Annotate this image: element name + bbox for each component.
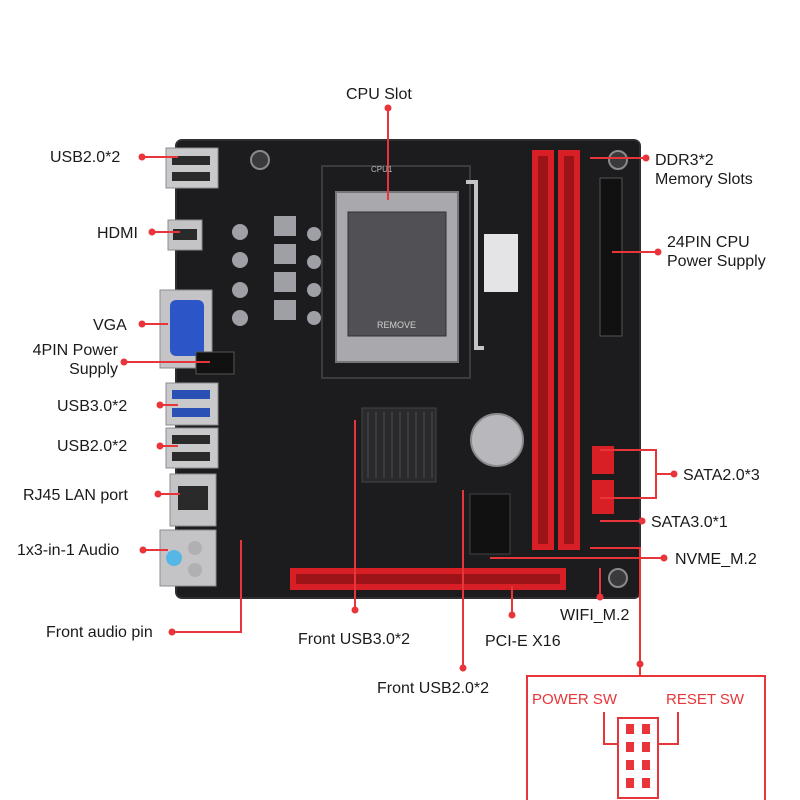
leader-front-usb20-dot	[459, 664, 467, 672]
cpu-silk-text: CPU1	[371, 165, 393, 174]
front-panel-box	[526, 675, 766, 800]
io-usb20-top	[165, 147, 219, 189]
leader-rj45-dot	[154, 490, 162, 498]
label-vga: VGA	[93, 317, 127, 334]
leader-usb30-dot	[156, 401, 164, 409]
leader-ddr3-dot	[642, 154, 650, 162]
leader-pcie-dot	[508, 611, 516, 619]
front-panel-pins	[626, 724, 650, 788]
m2-nvme-slot	[469, 493, 511, 555]
label-front-usb30: Front USB3.0*2	[298, 631, 411, 648]
socket-frame	[321, 165, 471, 379]
leader-vga-dot	[138, 320, 146, 328]
ram-slots	[532, 150, 580, 550]
label-rj45: RJ45 LAN port	[23, 487, 128, 504]
io-hdmi	[167, 219, 203, 251]
socket-cover-text: REMOVE	[377, 320, 417, 330]
leader-4pin-dot	[120, 358, 128, 366]
io-usb20-mid	[165, 427, 219, 469]
label-audio: 1x3-in-1 Audio	[17, 542, 120, 559]
pcie-x16-slot	[290, 568, 566, 590]
front-panel-pin	[642, 742, 650, 752]
chipset-heatsink	[361, 407, 437, 483]
label-nvme: NVME_M.2	[675, 551, 757, 568]
label-front-audio: Front audio pin	[46, 624, 153, 641]
leader-sata2-dot	[670, 470, 678, 478]
label-cpu-slot: CPU Slot	[346, 86, 412, 103]
label-24pin-line2: Power Supply	[667, 253, 766, 270]
leader-cpu-slot-dot	[384, 104, 392, 112]
front-panel-pin	[626, 760, 634, 770]
front-panel-pin	[626, 724, 634, 734]
leader-front-usb30-dot	[351, 606, 359, 614]
leader-hdmi-dot	[148, 228, 156, 236]
leader-front-panel	[590, 547, 641, 676]
socket-cover	[347, 211, 447, 337]
pcb-edge-highlight	[175, 139, 641, 599]
label-sata3: SATA3.0*1	[651, 514, 728, 531]
leader-nvme-dot	[660, 554, 668, 562]
cmos-battery	[470, 413, 524, 467]
leader-front-panel-dot	[636, 660, 644, 668]
front-panel-pin	[626, 778, 634, 788]
leader-audio-dot	[139, 546, 147, 554]
io-audio	[159, 529, 217, 587]
leader-24pin-dot	[654, 248, 662, 256]
label-24pin-line1: 24PIN CPU	[667, 234, 750, 251]
label-power-sw: POWER SW	[532, 691, 617, 708]
leader-front-audio-dot	[168, 628, 176, 636]
socket-lever	[466, 180, 484, 350]
label-usb20-top: USB2.0*2	[50, 149, 121, 166]
front-panel-pin	[642, 760, 650, 770]
label-wifi: WIFI_M.2	[560, 607, 630, 624]
io-rj45	[169, 473, 217, 527]
label-4pin-line1: 4PIN Power	[32, 342, 118, 359]
label-4pin-line2: Supply	[69, 361, 118, 378]
leader-wifi-dot	[596, 593, 604, 601]
label-hdmi: HDMI	[97, 225, 138, 242]
power-sw-wire	[603, 712, 618, 745]
reset-sw-wire	[658, 712, 679, 745]
label-pcie: PCI-E X16	[485, 633, 561, 650]
sata-connectors	[592, 446, 614, 514]
vrm-components	[232, 216, 321, 326]
label-ddr3-line2: Memory Slots	[655, 171, 753, 188]
front-panel-pin	[642, 778, 650, 788]
label-front-usb20: Front USB2.0*2	[377, 680, 490, 697]
leader-front-audio	[172, 540, 242, 633]
front-panel-header	[617, 717, 659, 799]
leader-dots	[120, 104, 678, 672]
leader-usb20-mid-dot	[156, 442, 164, 450]
front-panel-pin	[626, 742, 634, 752]
label-reset-sw: RESET SW	[666, 691, 745, 708]
label-ddr3-line1: DDR3*2	[655, 152, 714, 169]
bios-chip	[484, 234, 518, 292]
front-panel-pin	[642, 724, 650, 734]
leader-sata3-dot	[638, 517, 646, 525]
leader-usb20-top-dot	[138, 153, 146, 161]
label-usb20-mid: USB2.0*2	[57, 438, 128, 455]
label-sata2: SATA2.0*3	[683, 467, 760, 484]
connector-24pin	[599, 177, 623, 337]
label-usb30: USB3.0*2	[57, 398, 128, 415]
